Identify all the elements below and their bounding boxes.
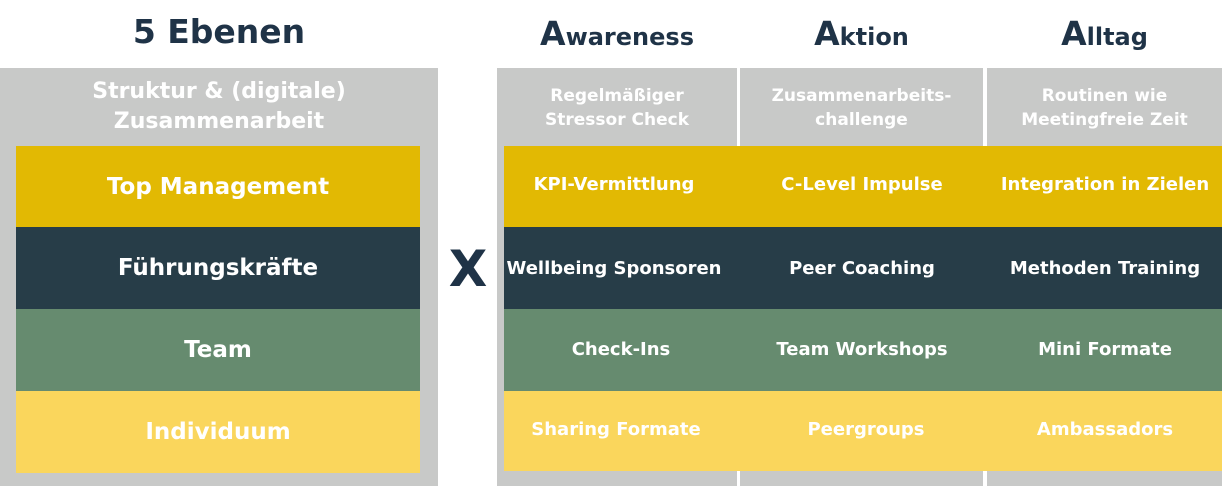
row-band-individuum [504, 391, 1222, 471]
cell-methoden-training: Methoden Training [1009, 257, 1201, 279]
subtitle-line2: challenge [815, 110, 908, 130]
cell-kpi-vermittlung: KPI-Vermittlung [533, 173, 695, 195]
subtitle-line2: Stressor Check [545, 110, 689, 130]
panel-label-line1: Struktur & (digitale) [92, 79, 346, 104]
column-heading-alltag: Alltag [987, 12, 1222, 59]
level-label: Individuum [145, 419, 291, 445]
section-title-5-ebenen: 5 Ebenen [132, 12, 306, 51]
column-subtitle-awareness: Regelmäßiger Stressor Check [497, 82, 737, 134]
cell-team-workshops: Team Workshops [776, 338, 948, 360]
heading-rest: wareness [565, 23, 694, 51]
heading-initial: A [540, 14, 566, 53]
subtitle-line1: Routinen wie [1041, 86, 1168, 106]
level-top-management: Top Management [16, 146, 420, 227]
multiply-operator: X [448, 240, 488, 298]
cell-wellbeing-sponsoren: Wellbeing Sponsoren [506, 257, 722, 279]
level-fuehrungskraefte: Führungskräfte [16, 227, 420, 309]
cell-integration-in-zielen: Integration in Zielen [1000, 173, 1210, 195]
row-band-fuehrungskraefte [504, 227, 1222, 309]
heading-rest: lltag [1086, 23, 1148, 51]
level-label: Top Management [106, 173, 330, 200]
subtitle-line2: Meetingfreie Zeit [1021, 110, 1188, 130]
column-subtitle-alltag: Routinen wie Meetingfreie Zeit [987, 82, 1222, 134]
cell-mini-formate: Mini Formate [1038, 338, 1172, 360]
row-band-top-management [504, 146, 1222, 227]
level-label: Führungskräfte [117, 255, 319, 281]
level-label: Team [184, 337, 252, 363]
heading-rest: ktion [839, 23, 909, 51]
cell-peergroups: Peergroups [807, 418, 925, 440]
column-heading-awareness: Awareness [497, 12, 737, 59]
column-heading-aktion: Aktion [740, 12, 983, 59]
column-subtitle-aktion: Zusammenarbeits- challenge [740, 82, 983, 134]
heading-initial: A [814, 14, 840, 53]
cell-sharing-formate: Sharing Formate [531, 418, 701, 440]
cell-ambassadors: Ambassadors [1036, 418, 1174, 440]
levels-panel-label: Struktur & (digitale) Zusammenarbeit [0, 76, 438, 138]
cell-peer-coaching: Peer Coaching [789, 257, 935, 279]
subtitle-line1: Regelmäßiger [550, 86, 684, 106]
level-individuum: Individuum [16, 391, 420, 473]
cell-check-ins: Check-Ins [571, 338, 671, 360]
cell-c-level-impulse: C-Level Impulse [781, 173, 943, 195]
subtitle-line1: Zusammenarbeits- [771, 86, 952, 106]
panel-label-line2: Zusammenarbeit [113, 109, 325, 134]
level-team: Team [16, 309, 420, 391]
row-band-team [504, 309, 1222, 391]
heading-initial: A [1061, 14, 1087, 53]
